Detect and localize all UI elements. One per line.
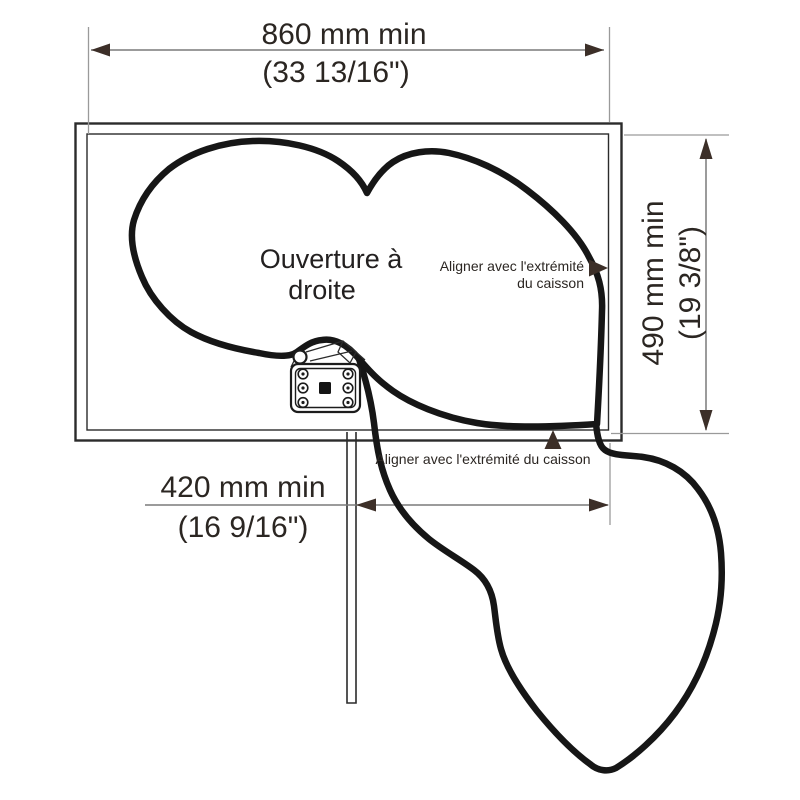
hinge-link-line bbox=[355, 351, 366, 361]
align-note-right: Aligner avec l'extrémité du caisson bbox=[440, 258, 608, 291]
cabinet-inner-outline bbox=[86, 133, 610, 431]
screw-dot bbox=[301, 386, 305, 390]
align-note-right-line2: du caisson bbox=[517, 275, 584, 291]
opening-label: Ouverture à droite bbox=[260, 244, 404, 305]
depth-dimension: 490 mm min (19 3/8") bbox=[611, 134, 729, 435]
shelf-extended-outline bbox=[355, 355, 725, 774]
width-dimension: 860 mm min (33 13/16") bbox=[87, 18, 611, 134]
screw-dot bbox=[346, 386, 350, 390]
align-note-bottom: Aligner avec l'extrémité du caisson bbox=[375, 430, 591, 467]
arrow-right-icon bbox=[585, 43, 604, 57]
shelf-closed-outline bbox=[128, 137, 606, 430]
bracket-center-square bbox=[319, 382, 331, 394]
arrow-down-icon bbox=[699, 410, 713, 431]
screw-dot bbox=[346, 372, 350, 376]
offset-dimension: 420 mm min (16 9/16") bbox=[145, 443, 611, 544]
arrow-left-icon bbox=[91, 43, 110, 57]
align-arrow-right-icon bbox=[589, 259, 608, 277]
width-dimension-metric: 860 mm min bbox=[261, 18, 426, 51]
opening-label-line1: Ouverture à bbox=[260, 244, 404, 274]
cabinet-outer-outline bbox=[74, 122, 623, 442]
align-note-right-line1: Aligner avec l'extrémité bbox=[440, 258, 585, 274]
hinge-link-line bbox=[305, 340, 344, 353]
screw-dot bbox=[301, 372, 305, 376]
depth-dimension-metric: 490 mm min bbox=[637, 200, 670, 365]
pivot-circle bbox=[292, 349, 308, 365]
offset-dimension-metric: 420 mm min bbox=[160, 471, 325, 504]
depth-dimension-imperial: (19 3/8") bbox=[674, 226, 707, 340]
bracket-inner-plate bbox=[294, 367, 357, 409]
arrow-right-icon bbox=[589, 498, 609, 512]
offset-dimension-imperial: (16 9/16") bbox=[178, 511, 309, 544]
arrow-up-icon bbox=[699, 138, 713, 159]
mounting-bracket bbox=[289, 362, 362, 414]
arrow-left-icon bbox=[356, 498, 376, 512]
opening-label-line2: droite bbox=[288, 275, 356, 305]
hinge-assembly bbox=[289, 339, 366, 414]
align-note-bottom-text: Aligner avec l'extrémité du caisson bbox=[375, 451, 590, 467]
screw-dot bbox=[346, 400, 350, 405]
hinge-link-line bbox=[309, 350, 353, 362]
screw-dot bbox=[301, 400, 305, 405]
cabinet-side-panel bbox=[346, 432, 357, 704]
align-arrow-up-icon bbox=[544, 430, 562, 449]
width-dimension-imperial: (33 13/16") bbox=[262, 56, 409, 89]
